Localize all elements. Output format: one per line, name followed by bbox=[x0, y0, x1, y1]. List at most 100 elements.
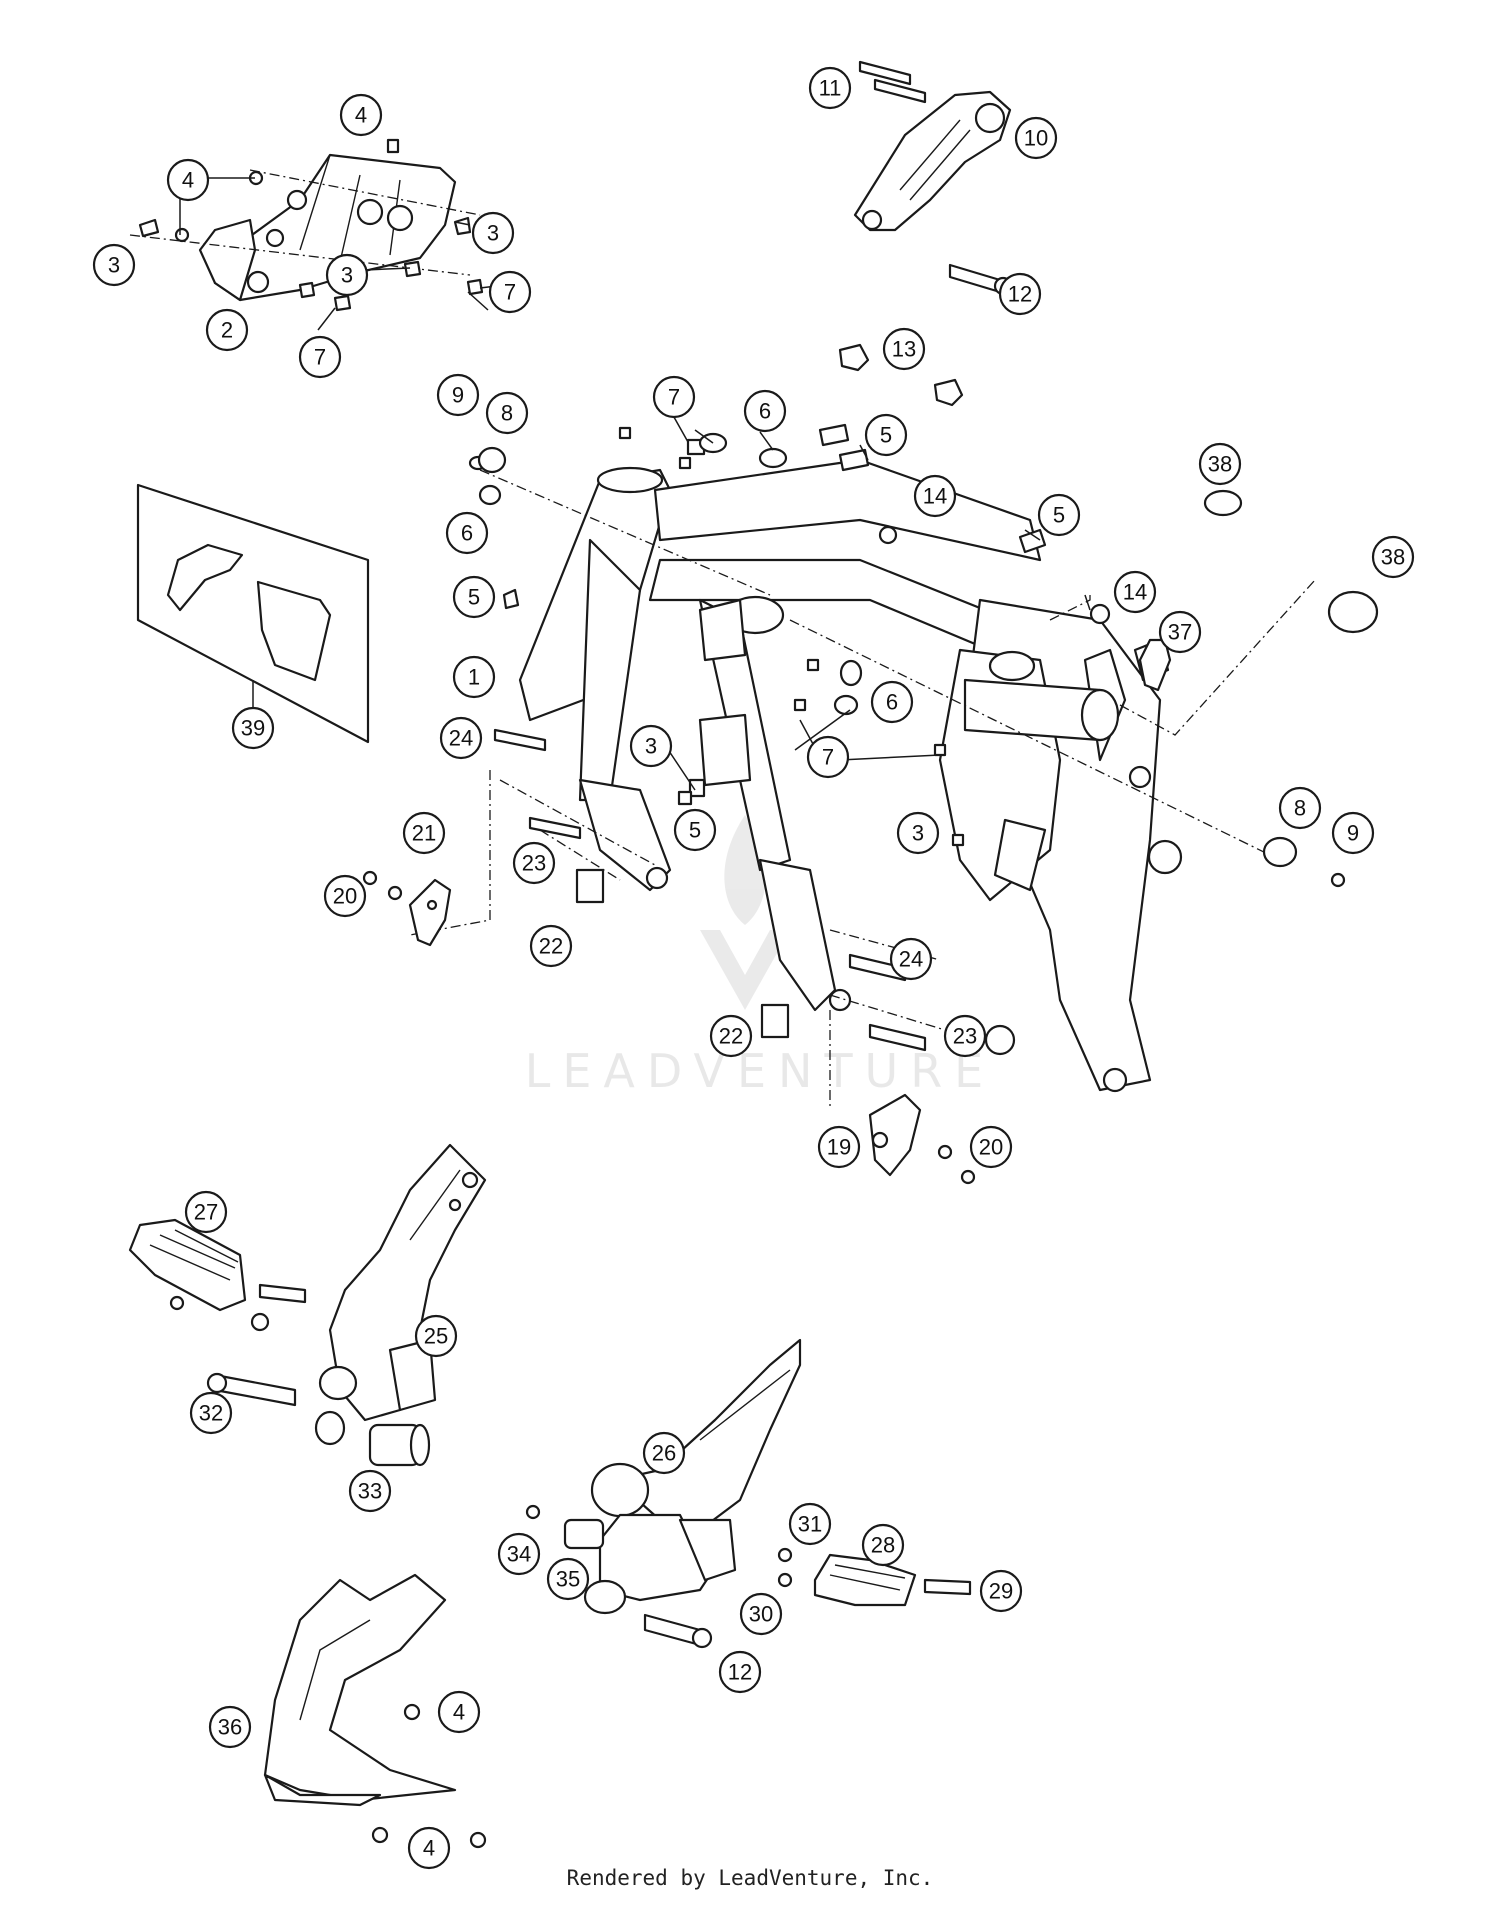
svg-text:38: 38 bbox=[1381, 545, 1405, 570]
callout-23: 23 bbox=[943, 1014, 987, 1058]
svg-text:5: 5 bbox=[468, 585, 480, 610]
svg-text:1: 1 bbox=[468, 665, 480, 690]
callout-4: 4 bbox=[407, 1826, 451, 1870]
callout-39: 39 bbox=[231, 706, 275, 750]
svg-text:26: 26 bbox=[652, 1441, 676, 1466]
callout-19: 19 bbox=[817, 1125, 861, 1169]
svg-text:25: 25 bbox=[424, 1324, 448, 1349]
render-credit: Rendered by LeadVenture, Inc. bbox=[566, 1866, 934, 1890]
svg-text:11: 11 bbox=[819, 76, 842, 101]
svg-text:31: 31 bbox=[798, 1512, 822, 1537]
callout-30: 30 bbox=[739, 1592, 783, 1636]
svg-text:9: 9 bbox=[452, 383, 464, 408]
callout-12: 12 bbox=[718, 1650, 762, 1694]
callout-24: 24 bbox=[439, 716, 483, 760]
svg-text:23: 23 bbox=[522, 851, 546, 876]
svg-text:20: 20 bbox=[333, 884, 357, 909]
svg-text:13: 13 bbox=[892, 337, 916, 362]
part-1-main-frame bbox=[518, 458, 1183, 1093]
callout-7: 7 bbox=[652, 375, 696, 419]
callout-38: 38 bbox=[1198, 442, 1242, 486]
callout-22: 22 bbox=[709, 1014, 753, 1058]
callout-5: 5 bbox=[673, 808, 717, 852]
svg-text:6: 6 bbox=[461, 521, 473, 546]
callout-6: 6 bbox=[870, 680, 914, 724]
callout-21: 21 bbox=[402, 811, 446, 855]
svg-text:3: 3 bbox=[341, 263, 353, 288]
callout-29: 29 bbox=[979, 1569, 1023, 1613]
callout-7: 7 bbox=[806, 735, 850, 779]
svg-text:35: 35 bbox=[556, 1567, 580, 1592]
callout-22: 22 bbox=[529, 924, 573, 968]
callout-23: 23 bbox=[512, 841, 556, 885]
callout-7: 7 bbox=[298, 335, 342, 379]
callout-24: 24 bbox=[889, 937, 933, 981]
part-2-headlight-bracket bbox=[129, 153, 481, 302]
svg-text:4: 4 bbox=[423, 1836, 435, 1861]
svg-text:7: 7 bbox=[314, 345, 326, 370]
callout-3: 3 bbox=[629, 724, 673, 768]
callout-14: 14 bbox=[913, 474, 957, 518]
callout-6: 6 bbox=[445, 511, 489, 555]
callout-14: 14 bbox=[1113, 570, 1157, 614]
callout-33: 33 bbox=[348, 1469, 392, 1513]
svg-text:6: 6 bbox=[759, 399, 771, 424]
svg-text:5: 5 bbox=[1053, 503, 1065, 528]
svg-text:20: 20 bbox=[979, 1135, 1003, 1160]
callout-8: 8 bbox=[485, 391, 529, 435]
small-fasteners-top-left bbox=[138, 138, 484, 312]
callout-10: 10 bbox=[1014, 116, 1058, 160]
svg-text:4: 4 bbox=[182, 168, 194, 193]
callout-13: 13 bbox=[882, 327, 926, 371]
callout-26: 26 bbox=[642, 1431, 686, 1475]
svg-text:22: 22 bbox=[719, 1024, 743, 1049]
callout-9: 9 bbox=[1331, 811, 1375, 855]
callout-37: 37 bbox=[1158, 610, 1202, 654]
svg-text:29: 29 bbox=[989, 1579, 1013, 1604]
svg-text:24: 24 bbox=[449, 726, 473, 751]
svg-text:34: 34 bbox=[507, 1542, 531, 1567]
callout-32: 32 bbox=[189, 1391, 233, 1435]
svg-text:12: 12 bbox=[728, 1660, 752, 1685]
svg-text:8: 8 bbox=[501, 401, 513, 426]
callout-5: 5 bbox=[864, 413, 908, 457]
svg-text:39: 39 bbox=[241, 716, 265, 741]
svg-text:3: 3 bbox=[108, 253, 120, 278]
callout-36: 36 bbox=[208, 1705, 252, 1749]
callouts: 4 4 3 3 3 7 2 7 11 10 12 13 9 8 7 6 5 14… bbox=[92, 66, 1415, 1870]
svg-text:24: 24 bbox=[899, 947, 923, 972]
svg-text:7: 7 bbox=[822, 745, 834, 770]
svg-text:38: 38 bbox=[1208, 452, 1232, 477]
callout-25: 25 bbox=[414, 1314, 458, 1358]
svg-text:27: 27 bbox=[194, 1200, 218, 1225]
callout-3: 3 bbox=[471, 211, 515, 255]
callout-2: 2 bbox=[205, 308, 249, 352]
callout-3: 3 bbox=[325, 253, 369, 297]
callout-5: 5 bbox=[452, 575, 496, 619]
svg-text:36: 36 bbox=[218, 1715, 242, 1740]
callout-28: 28 bbox=[861, 1523, 905, 1567]
callout-31: 31 bbox=[788, 1502, 832, 1546]
svg-text:37: 37 bbox=[1168, 620, 1192, 645]
svg-text:33: 33 bbox=[358, 1479, 382, 1504]
callout-1: 1 bbox=[452, 655, 496, 699]
svg-text:4: 4 bbox=[355, 103, 367, 128]
callout-4: 4 bbox=[437, 1690, 481, 1734]
callout-34: 34 bbox=[497, 1532, 541, 1576]
right-footrest-assembly bbox=[525, 1338, 972, 1649]
svg-text:9: 9 bbox=[1347, 821, 1359, 846]
svg-text:3: 3 bbox=[487, 221, 499, 246]
part-13-clamps bbox=[838, 343, 964, 407]
callout-4: 4 bbox=[166, 158, 210, 202]
svg-text:28: 28 bbox=[871, 1533, 895, 1558]
callout-35: 35 bbox=[546, 1557, 590, 1601]
svg-text:21: 21 bbox=[412, 821, 436, 846]
watermark-text: LEADVENTURE bbox=[525, 1044, 996, 1098]
callout-3: 3 bbox=[896, 811, 940, 855]
svg-text:10: 10 bbox=[1024, 126, 1048, 151]
callout-12: 12 bbox=[998, 272, 1042, 316]
svg-text:19: 19 bbox=[827, 1135, 851, 1160]
frame-fasteners bbox=[468, 423, 1379, 1052]
svg-text:14: 14 bbox=[1123, 580, 1147, 605]
left-footrest-assembly bbox=[128, 1143, 487, 1467]
